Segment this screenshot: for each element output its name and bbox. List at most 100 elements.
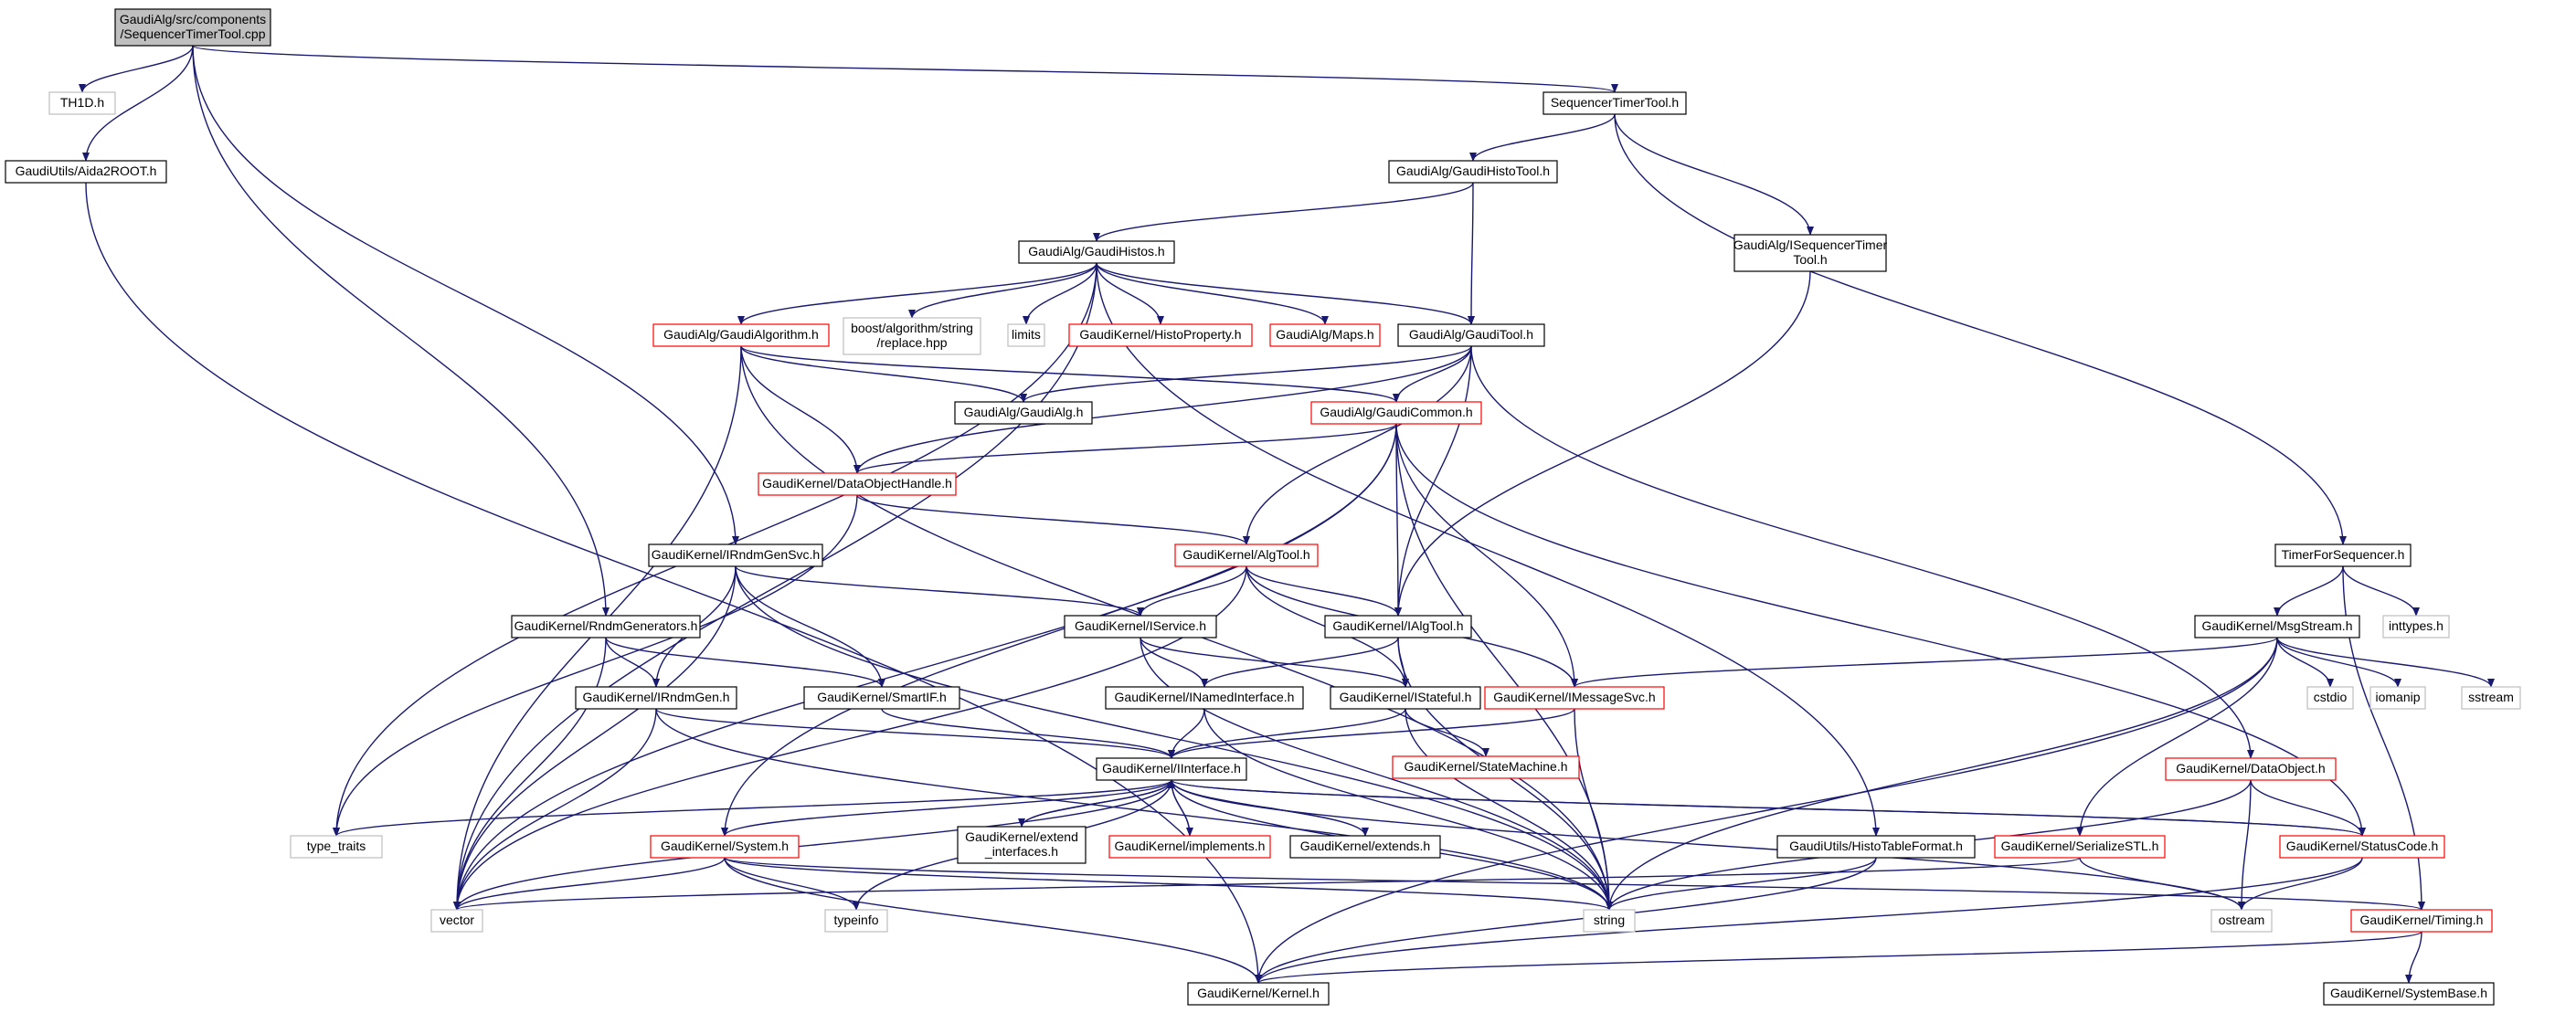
edge-system-to-timing [724, 857, 2425, 911]
node-systembase[interactable]: GaudiKernel/SystemBase.h [2323, 982, 2495, 1006]
edge-smartif-to-iinterface [881, 708, 1175, 759]
node-box-ostream [2210, 909, 2273, 933]
edge-iinterface-to-vector [453, 779, 1172, 911]
node-ialgtool[interactable]: GaudiKernel/IAlgTool.h [1324, 615, 1472, 638]
node-box-seqtimertool [1542, 91, 1687, 115]
edge-dataobject-to-ostream [2238, 779, 2252, 911]
edge-statuscode-to-kernel [1255, 857, 2363, 984]
edge-msgstream-to-cstdio [2276, 637, 2334, 688]
node-box-istateful [1330, 686, 1481, 710]
node-box-inamedinterface [1105, 686, 1304, 710]
node-cstdio[interactable]: cstdio [2306, 686, 2354, 710]
edge-system-to-vector [453, 857, 726, 911]
node-rndmgenerators[interactable]: GaudiKernel/RndmGenerators.h [511, 615, 701, 638]
node-extendinterfaces[interactable]: GaudiKernel/extend_interfaces.h [957, 826, 1087, 864]
node-histoproperty[interactable]: GaudiKernel/HistoProperty.h [1068, 323, 1253, 347]
node-gaudicommon[interactable]: GaudiAlg/GaudiCommon.h [1310, 401, 1482, 425]
edge-gaudihistos-to-vector [453, 262, 1097, 911]
node-label-systembase: GaudiKernel/SystemBase.h [2330, 986, 2487, 1000]
node-gaudialg[interactable]: GaudiAlg/GaudiAlg.h [954, 401, 1093, 425]
node-gaudialgorithm[interactable]: GaudiAlg/GaudiAlgorithm.h [652, 323, 830, 347]
node-box-sstream [2461, 686, 2521, 710]
node-gauditool[interactable]: GaudiAlg/GaudiTool.h [1397, 323, 1545, 347]
node-aida2root[interactable]: GaudiUtils/Aida2ROOT.h [5, 160, 167, 184]
node-gaudihistos[interactable]: GaudiAlg/GaudiHistos.h [1018, 240, 1175, 264]
node-vector[interactable]: vector [430, 909, 483, 933]
node-statuscode[interactable]: GaudiKernel/StatusCode.h [2279, 835, 2445, 859]
node-iomanip[interactable]: iomanip [2369, 686, 2426, 710]
node-implements[interactable]: GaudiKernel/implements.h [1108, 835, 1271, 859]
node-timerforsequencer[interactable]: TimerForSequencer.h [2274, 543, 2412, 567]
node-statemachine[interactable]: GaudiKernel/StateMachine.h [1392, 755, 1580, 779]
node-smartif[interactable]: GaudiKernel/SmartIF.h [803, 686, 960, 710]
node-serializestl[interactable]: GaudiKernel/SerializeSTL.h [1994, 835, 2166, 859]
node-label-inamedinterface: GaudiKernel/INamedInterface.h [1115, 690, 1295, 704]
edge-root-to-aida2root [82, 45, 194, 162]
edge-histotableformat-to-kernel [1255, 857, 1877, 984]
node-inttypes[interactable]: inttypes.h [2382, 615, 2450, 638]
node-label-rndmgenerators: GaudiKernel/RndmGenerators.h [514, 618, 698, 633]
node-box-timing [2350, 909, 2493, 933]
node-label-th1d: TH1D.h [60, 95, 104, 110]
node-box-rndmgenerators [511, 615, 701, 638]
edge-ialgtool-to-inamedinterface [1201, 637, 1399, 688]
node-label-iseqtimertool: Tool.h [1793, 252, 1827, 267]
node-irndmgensvc[interactable]: GaudiKernel/IRndmGenSvc.h [648, 543, 823, 567]
node-sstream[interactable]: sstream [2461, 686, 2521, 710]
node-seqtimertool[interactable]: SequencerTimerTool.h [1542, 91, 1687, 115]
node-kernel[interactable]: GaudiKernel/Kernel.h [1187, 982, 1330, 1006]
node-box-smartif [803, 686, 960, 710]
node-msgstream[interactable]: GaudiKernel/MsgStream.h [2194, 615, 2360, 638]
node-algtool[interactable]: GaudiKernel/AlgTool.h [1174, 543, 1319, 567]
node-label-ostream: ostream [2219, 913, 2265, 927]
node-label-boostreplace: /replace.hpp [876, 335, 947, 350]
node-label-dataobjecthandle: GaudiKernel/DataObjectHandle.h [762, 476, 952, 491]
node-typetraits[interactable]: type_traits [290, 835, 383, 859]
node-label-inttypes: inttypes.h [2389, 618, 2443, 633]
node-label-irndmgen: GaudiKernel/IRndmGen.h [582, 690, 729, 704]
edge-system-to-typeinfo [724, 857, 860, 911]
node-inamedinterface[interactable]: GaudiKernel/INamedInterface.h [1105, 686, 1304, 710]
node-histotableformat[interactable]: GaudiUtils/HistoTableFormat.h [1776, 835, 1976, 859]
node-box-dataobject [2165, 757, 2337, 781]
node-timing[interactable]: GaudiKernel/Timing.h [2350, 909, 2493, 933]
node-extends[interactable]: GaudiKernel/extends.h [1289, 835, 1441, 859]
edge-rndmgenerators-to-smartif [605, 637, 885, 688]
edge-istateful-to-iinterface [1168, 708, 1406, 759]
node-th1d[interactable]: TH1D.h [48, 91, 116, 115]
node-label-histoproperty: GaudiKernel/HistoProperty.h [1079, 327, 1241, 342]
node-irndmgen[interactable]: GaudiKernel/IRndmGen.h [575, 686, 737, 710]
node-system[interactable]: GaudiKernel/System.h [650, 835, 800, 859]
node-ostream[interactable]: ostream [2210, 909, 2273, 933]
node-dataobjecthandle[interactable]: GaudiKernel/DataObjectHandle.h [758, 472, 957, 496]
node-box-cstdio [2306, 686, 2354, 710]
edge-gaudihistotool-to-gauditool [1468, 182, 1476, 325]
edge-extends-to-iinterface [1168, 779, 1366, 837]
edge-seqtimertool-to-timerforsequencer [1614, 113, 2347, 545]
node-string[interactable]: string [1583, 909, 1636, 933]
edge-timing-to-kernel [1255, 931, 2422, 984]
edge-statuscode-to-ostream [2238, 857, 2363, 911]
edge-gauditool-to-gaudicommon [1393, 345, 1472, 403]
node-root[interactable]: GaudiAlg/src/components/SequencerTimerTo… [114, 8, 271, 47]
node-boostreplace[interactable]: boost/algorithm/string/replace.hpp [843, 317, 981, 355]
node-dataobject[interactable]: GaudiKernel/DataObject.h [2165, 757, 2337, 781]
edge-istateful-to-string [1405, 708, 1613, 911]
node-label-extends: GaudiKernel/extends.h [1300, 839, 1430, 853]
node-maps[interactable]: GaudiAlg/Maps.h [1269, 323, 1381, 347]
node-limits[interactable]: limits [1007, 323, 1045, 347]
node-iinterface[interactable]: GaudiKernel/IInterface.h [1096, 757, 1247, 781]
edge-irndmgensvc-to-string [735, 565, 1613, 911]
edge-statuscode-to-iinterface [1168, 779, 2363, 837]
node-label-aida2root: GaudiUtils/Aida2ROOT.h [16, 164, 157, 178]
node-box-vector [430, 909, 483, 933]
node-istateful[interactable]: GaudiKernel/IStateful.h [1330, 686, 1481, 710]
node-gaudihistotool[interactable]: GaudiAlg/GaudiHistoTool.h [1388, 160, 1558, 184]
node-label-system: GaudiKernel/System.h [661, 839, 789, 853]
node-imessagesvc[interactable]: GaudiKernel/IMessageSvc.h [1484, 686, 1665, 710]
node-iservice[interactable]: GaudiKernel/IService.h [1064, 615, 1217, 638]
node-typeinfo[interactable]: typeinfo [824, 909, 888, 933]
node-label-histotableformat: GaudiUtils/HistoTableFormat.h [1789, 839, 1963, 853]
